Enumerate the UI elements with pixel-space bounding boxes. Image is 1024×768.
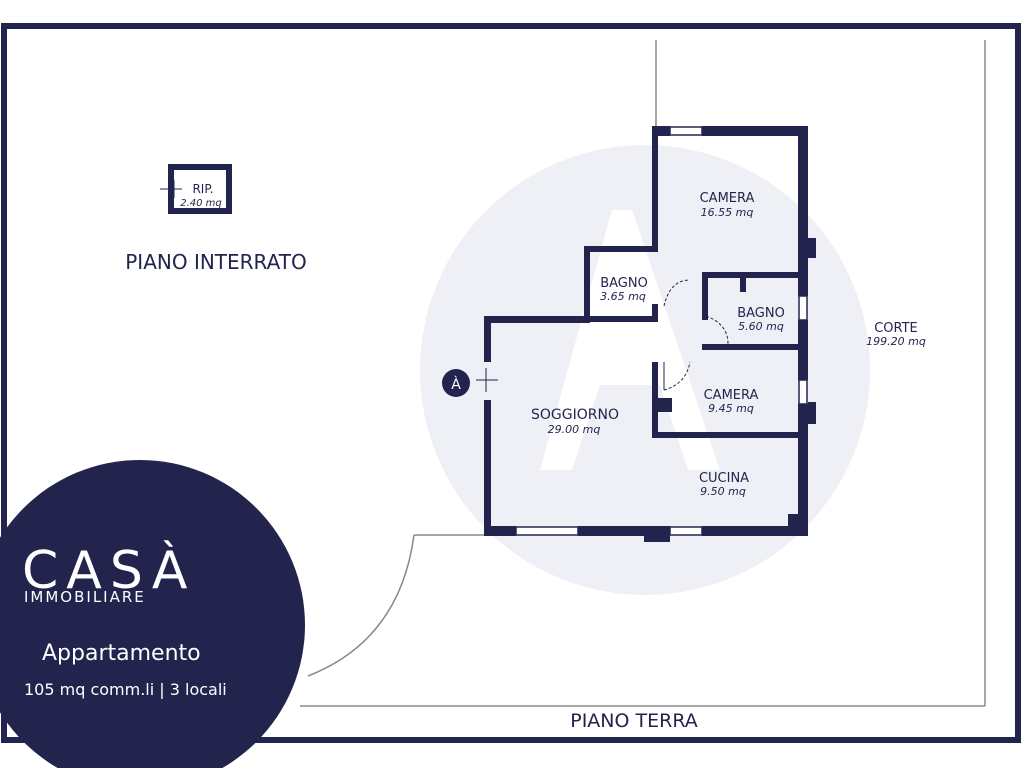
- bagno2-name: BAGNO: [737, 306, 785, 321]
- walls: [168, 126, 816, 542]
- camera1-area: 16.55 mq: [701, 206, 754, 219]
- soggiorno-area: 29.00 mq: [548, 423, 601, 436]
- rip-name: RIP.: [192, 182, 213, 196]
- bagno1-area: 3.65 mq: [600, 290, 646, 303]
- soggiorno-name: SOGGIORNO: [531, 407, 619, 423]
- camera1-name: CAMERA: [700, 191, 755, 206]
- listing-info: 105 mq comm.li | 3 locali: [24, 680, 227, 699]
- brand-name: CASÀ: [22, 540, 195, 601]
- entrance-marker-label: À: [451, 376, 461, 393]
- cucina-area: 9.50 mq: [700, 485, 746, 498]
- camera2-area: 9.45 mq: [708, 402, 754, 415]
- bagno1-name: BAGNO: [600, 276, 648, 291]
- listing-title: Appartamento: [42, 641, 201, 666]
- brand-badge: CASÀ IMMOBILIARE Appartamento 105 mq com…: [0, 460, 305, 768]
- entrance-marker: À: [442, 369, 470, 397]
- corte-area: 199.20 mq: [866, 335, 926, 348]
- windows: [515, 126, 808, 536]
- corte-boundary: [300, 40, 986, 707]
- corte-name: CORTE: [874, 321, 918, 336]
- page-frame: [1, 23, 1021, 743]
- level-ground-label: PIANO TERRA: [570, 710, 698, 732]
- watermark-logo: [420, 145, 870, 595]
- room-labels: RIP. 2.40 mq CAMERA 16.55 mq BAGNO 3.65 …: [180, 182, 926, 498]
- level-basement-label: PIANO INTERRATO: [125, 250, 306, 274]
- bagno2-area: 5.60 mq: [738, 320, 784, 333]
- cucina-name: CUCINA: [699, 471, 749, 486]
- camera2-name: CAMERA: [704, 388, 759, 403]
- doors: [160, 180, 729, 392]
- brand-sub: IMMOBILIARE: [24, 588, 146, 606]
- rip-area: 2.40 mq: [180, 198, 222, 209]
